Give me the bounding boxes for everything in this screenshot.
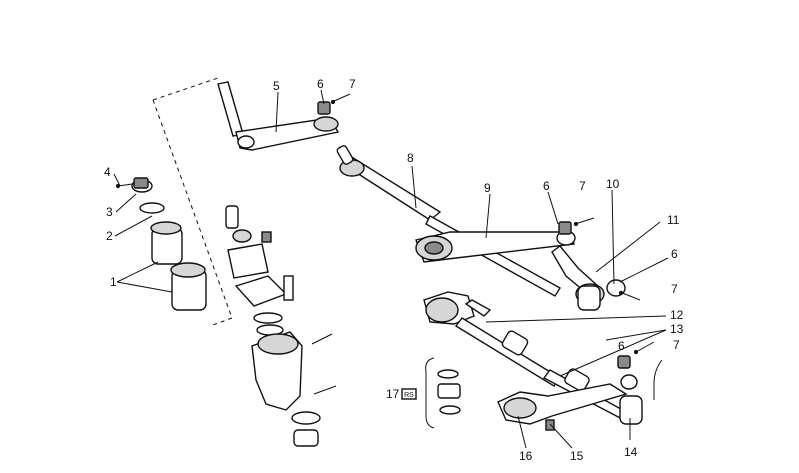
callout-4: 4 <box>104 165 111 179</box>
callout-13: 13 <box>670 322 684 336</box>
callout-2: 2 <box>106 229 113 243</box>
steering-knuckle-lower <box>497 374 643 431</box>
callout-9: 9 <box>484 181 491 195</box>
callout-7-upper: 7 <box>349 77 356 91</box>
idler-arm <box>415 230 576 263</box>
tie-rods <box>423 291 632 421</box>
castle-nut-middle <box>558 217 595 235</box>
repair-kit-group: RS <box>401 357 461 429</box>
callout-3: 3 <box>106 205 113 219</box>
callout-16: 16 <box>519 449 533 463</box>
callout-6-middle: 6 <box>543 179 550 193</box>
drag-link <box>336 145 561 297</box>
right-edge-bracket <box>653 359 663 400</box>
steering-box-mount-stack <box>115 177 207 311</box>
callout-5: 5 <box>273 79 280 93</box>
callout-12: 12 <box>670 308 684 322</box>
callout-7-middle: 7 <box>579 179 586 193</box>
castle-nut-lower <box>617 341 655 369</box>
callout-6-right: 6 <box>671 247 678 261</box>
callout-10: 10 <box>606 177 620 191</box>
callout-15: 15 <box>570 449 584 463</box>
callout-7-lower: 7 <box>673 338 680 352</box>
callout-1: 1 <box>110 275 117 289</box>
callout-6-upper: 6 <box>317 77 324 91</box>
steering-housing-stack <box>225 205 337 447</box>
left-group-bracket <box>152 77 233 327</box>
callout-17: 17 <box>386 387 400 401</box>
callout-8: 8 <box>407 151 414 165</box>
callout-14: 14 <box>624 445 638 459</box>
pitman-arm <box>217 81 340 151</box>
kit-marker-box <box>401 388 417 400</box>
callout-labels: 1 2 3 4 5 6 7 8 9 6 7 10 11 6 7 12 13 6 … <box>104 77 684 463</box>
callout-6-lower: 6 <box>618 339 625 353</box>
callout-7-right: 7 <box>671 282 678 296</box>
kit-marker-text: RS <box>404 392 414 399</box>
castle-nut-upper <box>317 93 351 115</box>
leader-lines <box>113 89 669 449</box>
idler-bracket <box>551 245 641 311</box>
callout-11: 11 <box>667 213 680 227</box>
